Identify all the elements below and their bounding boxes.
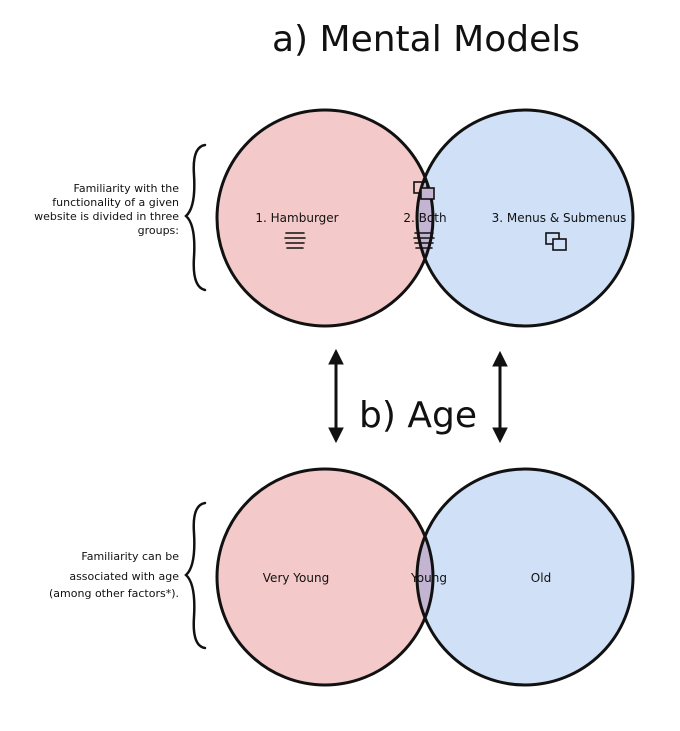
hamburger-icon	[413, 232, 435, 249]
outline-top-left	[215, 108, 435, 328]
note-line: groups:	[138, 224, 179, 237]
title-age: b) Age	[359, 395, 477, 436]
label-young: Young	[410, 571, 447, 585]
double-arrow-left	[328, 348, 344, 444]
label-very-young: Very Young	[263, 571, 329, 585]
note-line: website is divided in three	[34, 210, 179, 223]
outline-bottom-left	[215, 467, 435, 687]
circle-top-right	[417, 110, 633, 326]
label-old: Old	[531, 571, 551, 585]
venn-top: 1. Hamburger 2. Both 3. Menus & Submenus	[215, 108, 635, 328]
label-both: 2. Both	[403, 211, 446, 225]
venn-bottom: Very Young Young Old	[215, 467, 635, 687]
note-line: Familiarity with the	[74, 182, 180, 195]
note-line: functionality of a given	[52, 196, 179, 209]
windows-icon	[545, 232, 567, 251]
circle-top-left	[217, 110, 433, 326]
note-line: Familiarity can be	[81, 550, 179, 563]
label-menus-submenus: 3. Menus & Submenus	[492, 211, 627, 225]
outline-top-right	[415, 108, 635, 328]
note-line: associated with age	[69, 570, 179, 583]
note-familiarity-age: Familiarity can be associated with age (…	[49, 550, 179, 600]
title-mental-models: a) Mental Models	[272, 19, 580, 60]
note-line: (among other factors*).	[49, 587, 179, 600]
hamburger-icon	[284, 232, 306, 249]
outline-bottom-right	[415, 467, 635, 687]
brace-bottom	[184, 501, 207, 650]
circle-bottom-left	[217, 469, 433, 685]
double-arrow-right	[492, 350, 508, 444]
note-familiarity-functionality: Familiarity with the functionality of a …	[34, 182, 179, 237]
brace-top	[184, 143, 207, 292]
windows-icon	[413, 181, 435, 200]
label-hamburger: 1. Hamburger	[255, 211, 338, 225]
circle-bottom-right	[417, 469, 633, 685]
